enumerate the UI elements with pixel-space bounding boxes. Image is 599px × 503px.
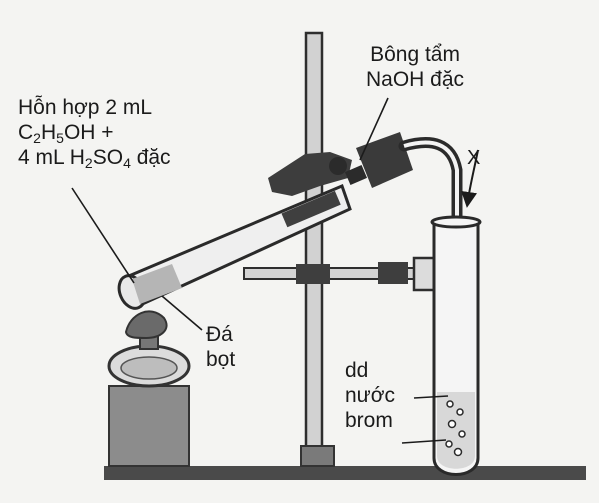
label-acid-h-sub: 2: [84, 155, 93, 171]
label-bromine-line2: nước: [345, 384, 396, 407]
burner-stand: [108, 385, 190, 467]
base-board: [104, 466, 586, 480]
label-acid-so: SO: [92, 146, 124, 169]
pointer-cotton: [359, 97, 389, 161]
pointer-mixture: [71, 187, 135, 284]
liquid-mixture: [132, 264, 182, 304]
tube-collar: [281, 190, 341, 228]
label-cotton-line2: NaOH đặc: [366, 68, 465, 91]
pointer-bromine-1: [413, 395, 449, 399]
label-mixture: Hỗn hợp 2 mL C2H5OH + 4 mL H2SO4 đặc: [18, 95, 171, 170]
label-cotton-line1: Bông tẩm: [370, 43, 460, 66]
label-mixture-h: H: [40, 121, 57, 144]
gas-bubbles: [445, 400, 466, 457]
label-mixture-volume: 4 mL: [18, 146, 70, 169]
stand-rod: [304, 31, 324, 453]
bromine-solution: [437, 392, 475, 469]
label-stones-line1: Đá: [206, 323, 233, 346]
label-mixture-line1: Hỗn hợp 2 mL: [18, 96, 153, 119]
label-acid-h: H: [69, 146, 85, 169]
flame: [124, 310, 168, 340]
label-bromine-line1: dd: [345, 359, 369, 382]
label-mixture-h-sub: 5: [56, 130, 64, 146]
label-bromine-line3: brom: [345, 409, 393, 432]
label-mixture-oh: OH +: [63, 121, 114, 144]
pointer-stones: [161, 295, 203, 331]
gas-flow-arrow: [461, 149, 479, 208]
label-gas-x: X: [467, 147, 481, 169]
label-acid-so-sub: 4: [123, 155, 131, 171]
pointer-bromine-2: [401, 439, 447, 444]
label-mixture-line2: C2H5OH +: [18, 120, 171, 145]
label-cotton-naoh: Bông tẩm NaOH đặc: [366, 42, 464, 92]
label-mixture-c-sub: 2: [33, 130, 41, 146]
stand-foot: [300, 445, 335, 467]
label-stones-line2: bọt: [206, 348, 236, 371]
label-mixture-line3: 4 mL H2SO4 đặc: [18, 145, 171, 170]
label-boiling-stones: Đá bọt: [206, 322, 235, 372]
label-acid-concentrated: đặc: [130, 146, 171, 169]
label-bromine-water: dd nước brom: [345, 358, 395, 433]
label-mixture-c: C: [18, 121, 34, 144]
